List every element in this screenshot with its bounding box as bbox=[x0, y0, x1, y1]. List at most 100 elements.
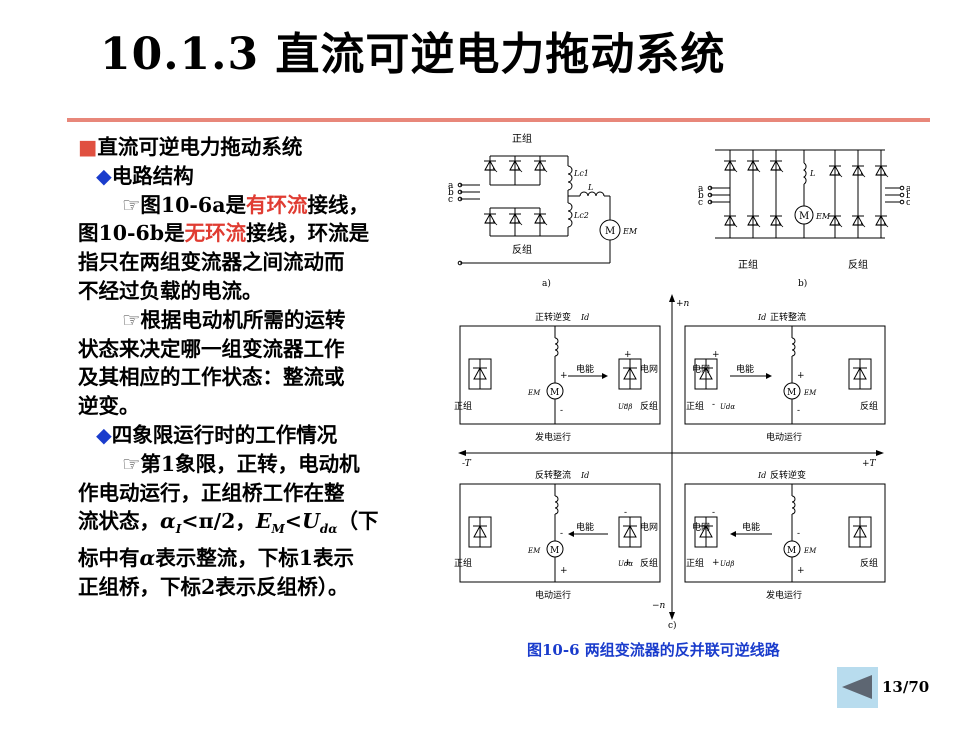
svg-text:正组: 正组 bbox=[686, 557, 704, 569]
svg-text:反转逆变: 反转逆变 bbox=[770, 469, 806, 481]
body-text: ■直流可逆电力拖动系统 ◆电路结构 ☞图10-6a是有环流接线， 图10-6b是… bbox=[78, 133, 423, 602]
page-number: 13/70 bbox=[882, 678, 930, 696]
svg-text:+: + bbox=[560, 371, 568, 381]
svg-text:电网: 电网 bbox=[692, 363, 710, 375]
svg-text:+: + bbox=[797, 566, 805, 576]
svg-text:正转整流: 正转整流 bbox=[770, 311, 806, 323]
svg-text:电能: 电能 bbox=[742, 521, 760, 533]
para-line-5: ☞根据电动机所需的运转 bbox=[122, 307, 346, 332]
prev-slide-button[interactable] bbox=[837, 667, 878, 708]
triangle-left-icon bbox=[842, 675, 872, 699]
svg-text:b: b bbox=[906, 191, 910, 201]
svg-text:+: + bbox=[560, 566, 568, 576]
svg-text:+: + bbox=[797, 371, 805, 381]
para-line-10: 作电动运行，正组桥工作在整 bbox=[78, 480, 345, 505]
circuit-b: a b c L M EM a b c 正组 反组 b) bbox=[698, 149, 910, 289]
para-line-11: 流状态，αI<π/2，EM<Udα（下 bbox=[78, 509, 379, 537]
para-line-9: ☞第1象限，正转，电动机 bbox=[122, 451, 360, 476]
label-b-right-group: 反组 bbox=[848, 258, 868, 271]
svg-text:电动运行: 电动运行 bbox=[766, 431, 802, 443]
para-line-4: 不经过负载的电流。 bbox=[78, 278, 263, 303]
svg-text:发电运行: 发电运行 bbox=[766, 589, 802, 601]
svg-text:电能: 电能 bbox=[576, 363, 594, 375]
bullet-l2-circuit: ◆电路结构 bbox=[96, 163, 194, 188]
bullet-l2-quadrant: ◆四象限运行时的工作情况 bbox=[96, 422, 338, 447]
svg-text:-: - bbox=[712, 400, 715, 410]
svg-text:+T: +T bbox=[862, 459, 877, 469]
para-line-13: 正组桥，下标2表示反组桥）。 bbox=[78, 575, 349, 600]
svg-text:M: M bbox=[550, 388, 559, 398]
svg-text:a: a bbox=[906, 184, 910, 194]
svg-text:+n: +n bbox=[676, 299, 690, 309]
svg-text:M: M bbox=[787, 388, 796, 398]
svg-text:Id: Id bbox=[757, 313, 766, 322]
svg-text:Lc2: Lc2 bbox=[573, 211, 589, 220]
quadrant-4: Id 反转逆变 电网 - + Udβ 正组 电能 M EM - + 反组 发电运… bbox=[684, 469, 886, 601]
svg-text:EM: EM bbox=[803, 389, 817, 397]
svg-text:电网: 电网 bbox=[640, 521, 658, 533]
svg-text:Lc1: Lc1 bbox=[573, 169, 589, 178]
pointing-hand-icon: ☞ bbox=[122, 307, 141, 332]
svg-text:EM: EM bbox=[815, 212, 831, 221]
svg-text:c: c bbox=[698, 198, 703, 208]
svg-text:c): c) bbox=[668, 620, 677, 631]
svg-text:-: - bbox=[624, 508, 627, 518]
para-line-12: 标中有α表示整流，下标1表示 bbox=[78, 546, 355, 571]
svg-text:-: - bbox=[797, 529, 800, 539]
title-divider bbox=[67, 118, 930, 122]
svg-text:Udα: Udα bbox=[618, 560, 633, 568]
svg-text:M: M bbox=[799, 211, 809, 222]
svg-text:Id: Id bbox=[757, 471, 766, 480]
svg-text:+: + bbox=[624, 350, 632, 360]
para-line-8: 逆变。 bbox=[78, 394, 140, 419]
diamond-bullet-icon: ◆ bbox=[96, 422, 112, 447]
svg-text:a: a bbox=[448, 181, 454, 191]
svg-text:正组: 正组 bbox=[454, 400, 472, 412]
svg-text:M: M bbox=[550, 546, 559, 556]
svg-text:EM: EM bbox=[622, 227, 638, 236]
svg-text:L: L bbox=[809, 169, 815, 178]
pointing-hand-icon: ☞ bbox=[122, 451, 141, 476]
svg-text:-T: -T bbox=[462, 459, 472, 469]
para-line-2: 图10-6b是无环流接线，环流是 bbox=[78, 221, 370, 246]
svg-text:a: a bbox=[698, 184, 704, 194]
svg-text:正组: 正组 bbox=[686, 400, 704, 412]
svg-text:Udβ: Udβ bbox=[720, 560, 734, 568]
label-a-top-group: 正组 bbox=[512, 132, 532, 145]
svg-text:Udβ: Udβ bbox=[618, 403, 632, 411]
svg-text:电网: 电网 bbox=[692, 521, 710, 533]
svg-text:电动运行: 电动运行 bbox=[535, 589, 571, 601]
svg-text:b: b bbox=[448, 188, 454, 198]
svg-text:c: c bbox=[906, 198, 910, 208]
para-line-7: 及其相应的工作状态：整流或 bbox=[78, 365, 345, 390]
svg-text:+: + bbox=[624, 558, 632, 568]
pointing-hand-icon: ☞ bbox=[122, 192, 141, 217]
svg-text:反组: 反组 bbox=[860, 400, 878, 412]
para-line-3: 指只在两组变流器之间流动而 bbox=[78, 250, 345, 275]
square-bullet-icon: ■ bbox=[78, 135, 98, 159]
svg-text:L: L bbox=[587, 183, 593, 192]
svg-text:+: + bbox=[712, 350, 720, 360]
svg-text:+: + bbox=[712, 558, 720, 568]
svg-text:Udα: Udα bbox=[720, 403, 735, 411]
svg-text:电能: 电能 bbox=[736, 363, 754, 375]
quadrant-1: Id 正转整流 电网 + - Udα 正组 电能 M EM + - 反组 电动运… bbox=[684, 311, 886, 443]
svg-text:Id: Id bbox=[580, 471, 589, 480]
svg-text:-: - bbox=[560, 529, 563, 539]
svg-text:-: - bbox=[560, 406, 563, 416]
svg-text:-: - bbox=[624, 400, 627, 410]
bullet-l1: ■直流可逆电力拖动系统 bbox=[78, 135, 303, 159]
quadrant-3: 反转整流 Id 正组 M EM - + 电能 电网 - + Udα 反组 电动运… bbox=[454, 469, 661, 601]
para-line-1: ☞图10-6a是有环流接线， bbox=[122, 192, 369, 217]
svg-text:M: M bbox=[787, 546, 796, 556]
svg-text:正转逆变: 正转逆变 bbox=[535, 311, 571, 323]
diamond-bullet-icon: ◆ bbox=[96, 163, 112, 188]
svg-text:Id: Id bbox=[580, 313, 589, 322]
svg-text:-: - bbox=[797, 406, 800, 416]
circuit-a: 正组 a b c 反组 Lc1 Lc2 L bbox=[448, 132, 638, 289]
svg-text:EM: EM bbox=[527, 547, 541, 555]
svg-text:反组: 反组 bbox=[640, 557, 658, 569]
svg-text:EM: EM bbox=[803, 547, 817, 555]
svg-text:反组: 反组 bbox=[640, 400, 658, 412]
svg-text:b: b bbox=[698, 191, 704, 201]
